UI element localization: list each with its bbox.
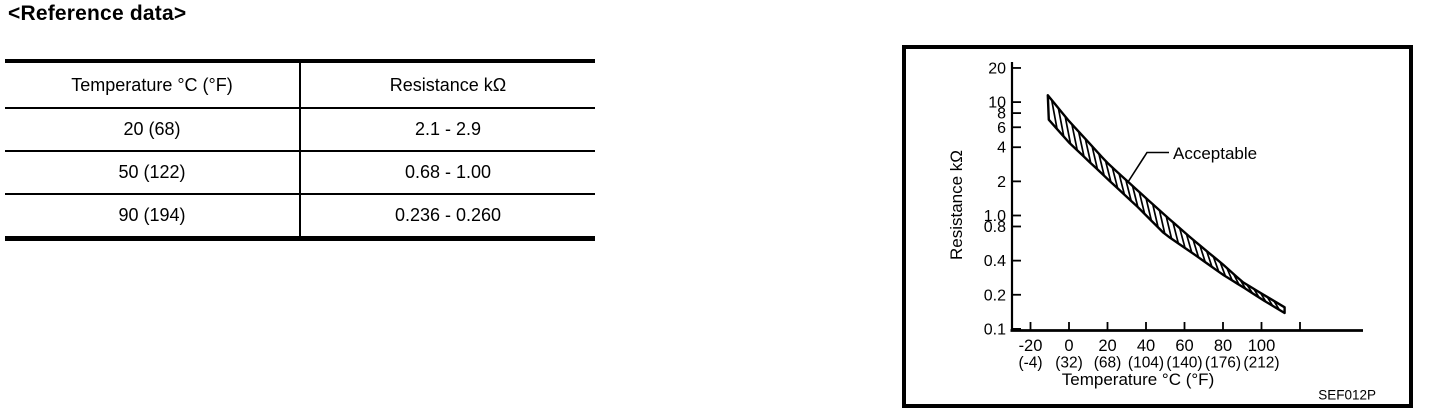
x-tick-label-fahrenheit: (68)	[1094, 355, 1122, 372]
band-fill	[1047, 95, 1285, 313]
x-tick-label-fahrenheit: (140)	[1166, 355, 1202, 372]
hatch-line	[1050, 99, 1058, 130]
x-tick-label-celsius: 40	[1137, 337, 1155, 355]
hatch-line	[1091, 146, 1099, 170]
table-row: 90 (194) 0.236 - 0.260	[5, 194, 595, 239]
band-hatching	[1050, 99, 1281, 311]
x-tick-label-fahrenheit: (-4)	[1018, 355, 1042, 372]
temperature-cell: 20 (68)	[5, 108, 301, 152]
hatch-line	[1199, 245, 1207, 263]
hatch-line	[1219, 261, 1227, 277]
y-tick-label: 4	[997, 140, 1006, 157]
x-axis-ticks: -20(-4) 0(32) 20(68) 40(104) 60(140) 80(176) 1…	[1018, 322, 1301, 372]
hatch-line	[1205, 250, 1213, 268]
x-tick-label-celsius: 20	[1098, 337, 1116, 355]
hatch-line	[1111, 167, 1119, 189]
y-tick-label: 10	[988, 95, 1006, 112]
table-row: 50 (122)0.68 - 1.00	[5, 151, 595, 195]
y-tick-label: 8	[997, 106, 1006, 123]
table-row: 20 (68)2.1 - 2.9	[5, 108, 595, 152]
x-tick-label-celsius: -20	[1019, 337, 1043, 355]
resistance-cell: 0.236 - 0.260	[394, 205, 502, 225]
hatch-line	[1172, 221, 1180, 244]
temperature-cell: 50 (122)	[5, 151, 301, 195]
hatch-line	[1192, 239, 1200, 258]
hatch-line	[1064, 116, 1072, 145]
hatch-line	[1057, 107, 1065, 137]
y-tick-label: 0.1	[984, 321, 1006, 338]
y-tick-label: 20	[988, 60, 1006, 77]
acceptable-band	[1046, 94, 1286, 315]
hatch-line	[1098, 153, 1106, 177]
resistance-cell: 0.68 - 1.00	[300, 151, 595, 195]
hatch-line	[1104, 160, 1112, 183]
acceptable-leader-line	[1127, 151, 1169, 183]
x-tick-label-celsius: 100	[1248, 337, 1276, 355]
x-tick-label-celsius: 80	[1214, 337, 1232, 355]
x-axis-title: Temperature °C (°F)	[1062, 370, 1214, 389]
page-title: <Reference data>	[8, 2, 187, 25]
y-tick-label: 2	[997, 174, 1006, 191]
hatch-line	[1151, 203, 1159, 228]
hatch-line	[1158, 210, 1166, 235]
hatch-line	[1138, 191, 1146, 215]
hatch-line	[1165, 216, 1173, 240]
column-header-resistance: Resistance kΩ	[300, 61, 595, 109]
column-header-temperature: Temperature °C (°F)	[5, 61, 301, 109]
table-header-row: Temperature °C (°F) Resistance kΩ	[5, 61, 595, 109]
x-tick-label-celsius: 0	[1064, 337, 1073, 355]
y-axis-title: Resistance kΩ	[947, 150, 966, 260]
hatch-line	[1145, 197, 1153, 221]
x-tick-label-fahrenheit: (104)	[1128, 355, 1164, 372]
axes	[1010, 62, 1363, 332]
y-tick-label: 0.8	[984, 219, 1006, 236]
y-tick-label: 0.2	[984, 287, 1006, 304]
temperature-cell: 90 (194)	[5, 194, 301, 239]
y-tick-label: 0.4	[984, 253, 1006, 270]
hatch-line	[1084, 138, 1092, 164]
x-tick-label-fahrenheit: (176)	[1205, 355, 1241, 372]
hatch-line	[1178, 227, 1186, 249]
figure-code: SEF012P	[1318, 388, 1376, 403]
hatch-line	[1131, 185, 1139, 208]
hatch-line	[1118, 173, 1126, 195]
y-tick-label: 6	[997, 120, 1006, 137]
x-tick-label-fahrenheit: (32)	[1055, 355, 1083, 372]
hatch-line	[1185, 233, 1193, 253]
acceptable-label: Acceptable	[1173, 144, 1257, 163]
chart-svg: 201086421.00.80.40.20.1-20(-4)0(32)20(68…	[947, 60, 1376, 403]
x-tick-label-celsius: 60	[1175, 337, 1193, 355]
resistance-cell: 2.1 - 2.9	[300, 108, 595, 152]
hatch-line	[1077, 131, 1085, 157]
y-tick-label: 1.0	[984, 208, 1006, 225]
hatch-line	[1212, 256, 1220, 273]
x-tick-label-fahrenheit: (212)	[1243, 355, 1279, 372]
band-outline	[1046, 94, 1286, 315]
reference-table: Temperature °C (°F) Resistance kΩ 20 (68…	[5, 59, 595, 241]
hatch-line	[1124, 179, 1133, 202]
hatch-line	[1071, 124, 1079, 151]
